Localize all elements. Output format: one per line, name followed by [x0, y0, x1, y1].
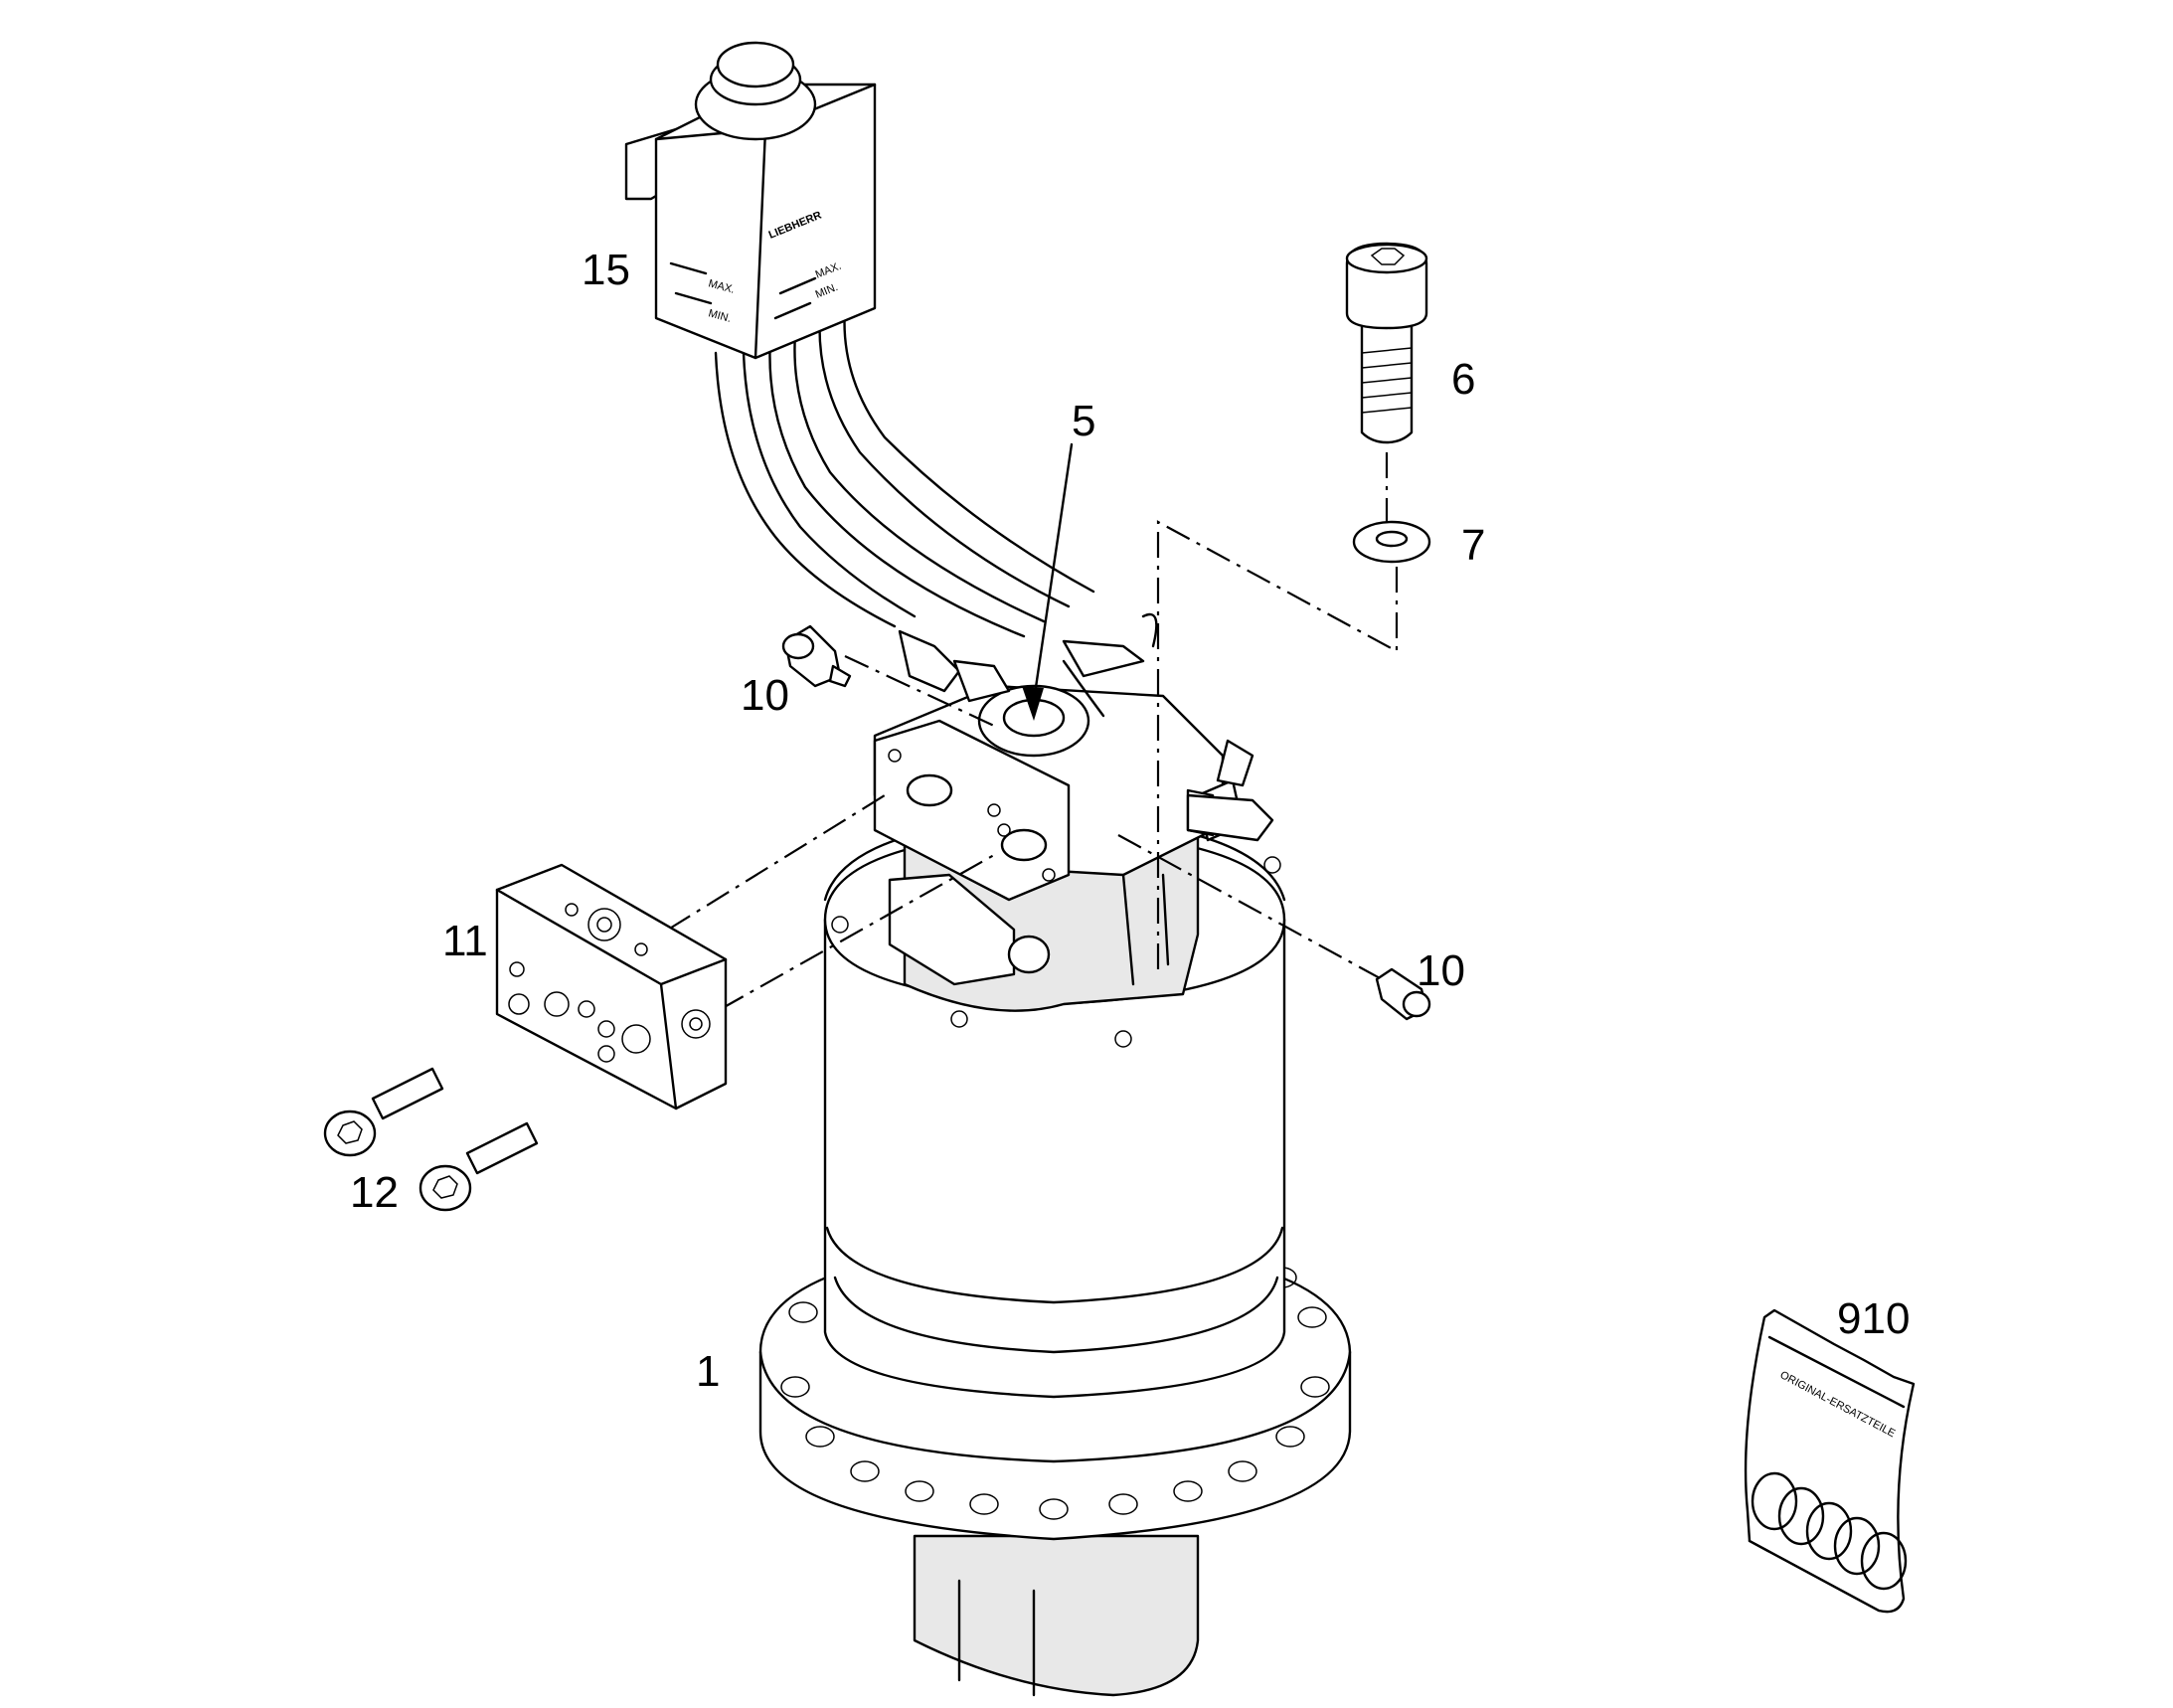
plug-upper — [781, 624, 852, 688]
callout-part-15: 15 — [582, 246, 630, 294]
socket-head-screw — [1345, 242, 1428, 444]
callout-part-10-lower: 10 — [1417, 946, 1465, 995]
seal-kit-bag: ORIGINAL-ERSATZTEILE — [1744, 1308, 1916, 1614]
callout-part-910: 910 — [1837, 1294, 1911, 1343]
plug-lower — [1375, 967, 1431, 1021]
oil-reservoir: MAX. MIN. MAX. MIN. LIEBHERR — [624, 41, 1095, 638]
leader-line-5 — [1022, 442, 1074, 721]
washer — [1352, 520, 1431, 564]
callout-part-1: 1 — [696, 1347, 721, 1396]
callout-part-6: 6 — [1451, 355, 1476, 404]
callout-part-7: 7 — [1461, 521, 1486, 570]
valve-plate — [495, 863, 728, 1110]
assembly-lines — [667, 452, 1399, 1010]
callout-part-5: 5 — [1072, 397, 1096, 445]
callout-part-11: 11 — [442, 917, 488, 965]
callout-part-12: 12 — [350, 1168, 399, 1217]
screw-set — [323, 1067, 539, 1212]
reservoir-min-mark: MIN. — [707, 307, 733, 325]
callout-part-10-upper: 10 — [741, 671, 789, 720]
